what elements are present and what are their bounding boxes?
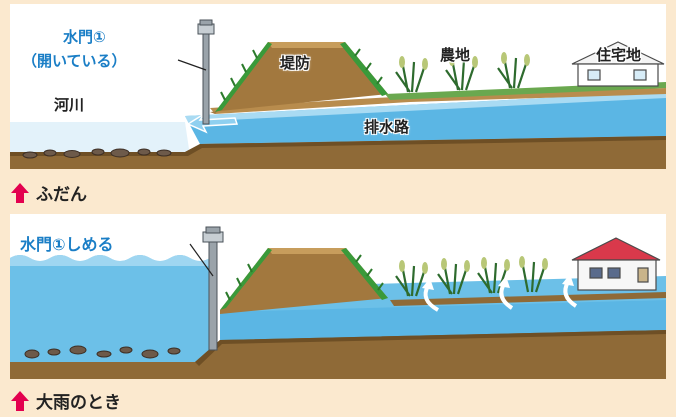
riverbed-stones <box>22 148 172 159</box>
heavy-rain-diagram-illustration <box>10 226 666 379</box>
water-gate-1-closed <box>202 226 224 351</box>
levee-grass <box>215 42 272 112</box>
river-label: 河川 <box>54 96 85 114</box>
gate-leader-line <box>189 243 214 277</box>
gate-close-label: 水門①しめる <box>20 235 114 254</box>
up-arrow-icon <box>11 390 29 411</box>
levee <box>220 248 388 314</box>
levee <box>210 42 388 114</box>
drainage-label: 排水路 <box>364 118 410 136</box>
ground <box>10 330 666 379</box>
water-gate-1 <box>197 19 215 125</box>
caption-heavy-rain: 大雨のとき <box>10 388 121 413</box>
drainage-channel <box>185 92 666 144</box>
outflow-arrow <box>186 113 239 134</box>
levee-label: 堤防 <box>280 54 311 72</box>
gate-label-line2: （開いている） <box>22 52 127 70</box>
caption-normal-text: ふだん <box>36 185 87 205</box>
gate-label-line1: 水門① <box>63 28 106 46</box>
house <box>571 41 665 87</box>
up-arrow-icon <box>11 182 29 203</box>
normal-diagram-illustration <box>10 19 666 169</box>
levee-grass <box>220 248 272 310</box>
residential-label: 住宅地 <box>596 46 642 64</box>
drainage-channel <box>220 300 666 342</box>
riverbed-stones <box>24 345 181 359</box>
farmland-label: 農地 <box>440 46 471 64</box>
caption-normal: ふだん <box>10 180 87 205</box>
normal-diagram-panel: 水門① （開いている） 河川 堤防 農地 住宅地 排水路 <box>10 4 666 169</box>
house <box>571 237 661 291</box>
river-water <box>10 122 190 156</box>
heavy-rain-diagram-panel: 水門①しめる <box>10 214 666 379</box>
gate-leader-line <box>177 59 207 71</box>
rice-plants <box>395 261 546 297</box>
river-water-high <box>10 255 214 379</box>
ground <box>10 136 666 169</box>
rice-plants <box>395 57 528 93</box>
caption-heavy-rain-text: 大雨のとき <box>36 393 121 413</box>
